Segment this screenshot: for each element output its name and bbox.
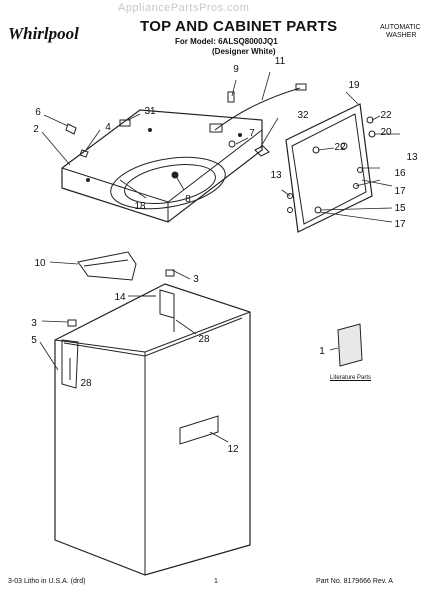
callout-31: 31 xyxy=(144,106,156,117)
callout-7: 7 xyxy=(249,128,255,139)
callout-18: 18 xyxy=(134,201,146,212)
callout-28-upper: 28 xyxy=(198,334,210,345)
washer-lid xyxy=(285,103,373,233)
footer-print-info: 3-03 Litho in U.S.A. (drd) xyxy=(8,578,86,585)
callout-32: 32 xyxy=(297,110,309,121)
cabinet-hardware xyxy=(67,269,175,380)
watermark-text: AppliancePartsPros.com xyxy=(118,2,250,14)
callout-28-lower: 28 xyxy=(80,378,92,389)
brand-logo: Whirlpool xyxy=(8,24,79,43)
callout-14: 14 xyxy=(114,292,126,303)
callout-3-upper: 3 xyxy=(193,274,199,285)
callout-9: 9 xyxy=(233,64,239,75)
callout-16: 16 xyxy=(394,168,406,179)
callout-13-right: 13 xyxy=(406,152,418,163)
cabinet-assembly xyxy=(54,283,251,576)
callout-numbers: 9 11 31 6 4 2 32 7 19 22 20 22 13 16 17 … xyxy=(31,56,418,455)
callout-5: 5 xyxy=(31,335,37,346)
literature-parts-label: Literature Parts xyxy=(330,375,372,381)
washer-top-assembly xyxy=(61,109,263,223)
callout-12: 12 xyxy=(227,444,239,455)
edition-line: (Designer White) xyxy=(212,47,276,56)
callout-3-lower: 3 xyxy=(31,318,37,329)
category-line-2: WASHER xyxy=(386,32,417,39)
callout-22-lower: 22 xyxy=(334,142,346,153)
callout-15: 15 xyxy=(394,203,406,214)
footer-part-number: Part No. 8179666 Rev. A xyxy=(316,578,393,585)
leader-lines xyxy=(39,71,400,443)
callout-10: 10 xyxy=(34,258,46,269)
literature-booklet xyxy=(337,323,363,367)
callout-17-upper: 17 xyxy=(394,186,406,197)
callout-8: 8 xyxy=(185,194,191,205)
callout-19: 19 xyxy=(348,80,360,91)
callout-22-upper: 22 xyxy=(380,110,392,121)
callout-1: 1 xyxy=(319,346,325,357)
footer-page-number: 1 xyxy=(214,578,218,585)
callout-13-left: 13 xyxy=(270,170,282,181)
category-line-1: AUTOMATIC xyxy=(380,24,421,31)
callout-2: 2 xyxy=(33,124,39,135)
callout-4: 4 xyxy=(105,122,111,133)
page-title: TOP AND CABINET PARTS xyxy=(140,18,338,35)
callout-17-lower: 17 xyxy=(394,219,406,230)
callout-6: 6 xyxy=(35,107,41,118)
top-hardware xyxy=(65,119,236,158)
callout-11: 11 xyxy=(275,56,286,67)
callout-20: 20 xyxy=(380,127,392,138)
model-line: For Model: 6ALSQ8000JQ1 xyxy=(175,37,278,46)
bracket-part xyxy=(77,251,137,281)
